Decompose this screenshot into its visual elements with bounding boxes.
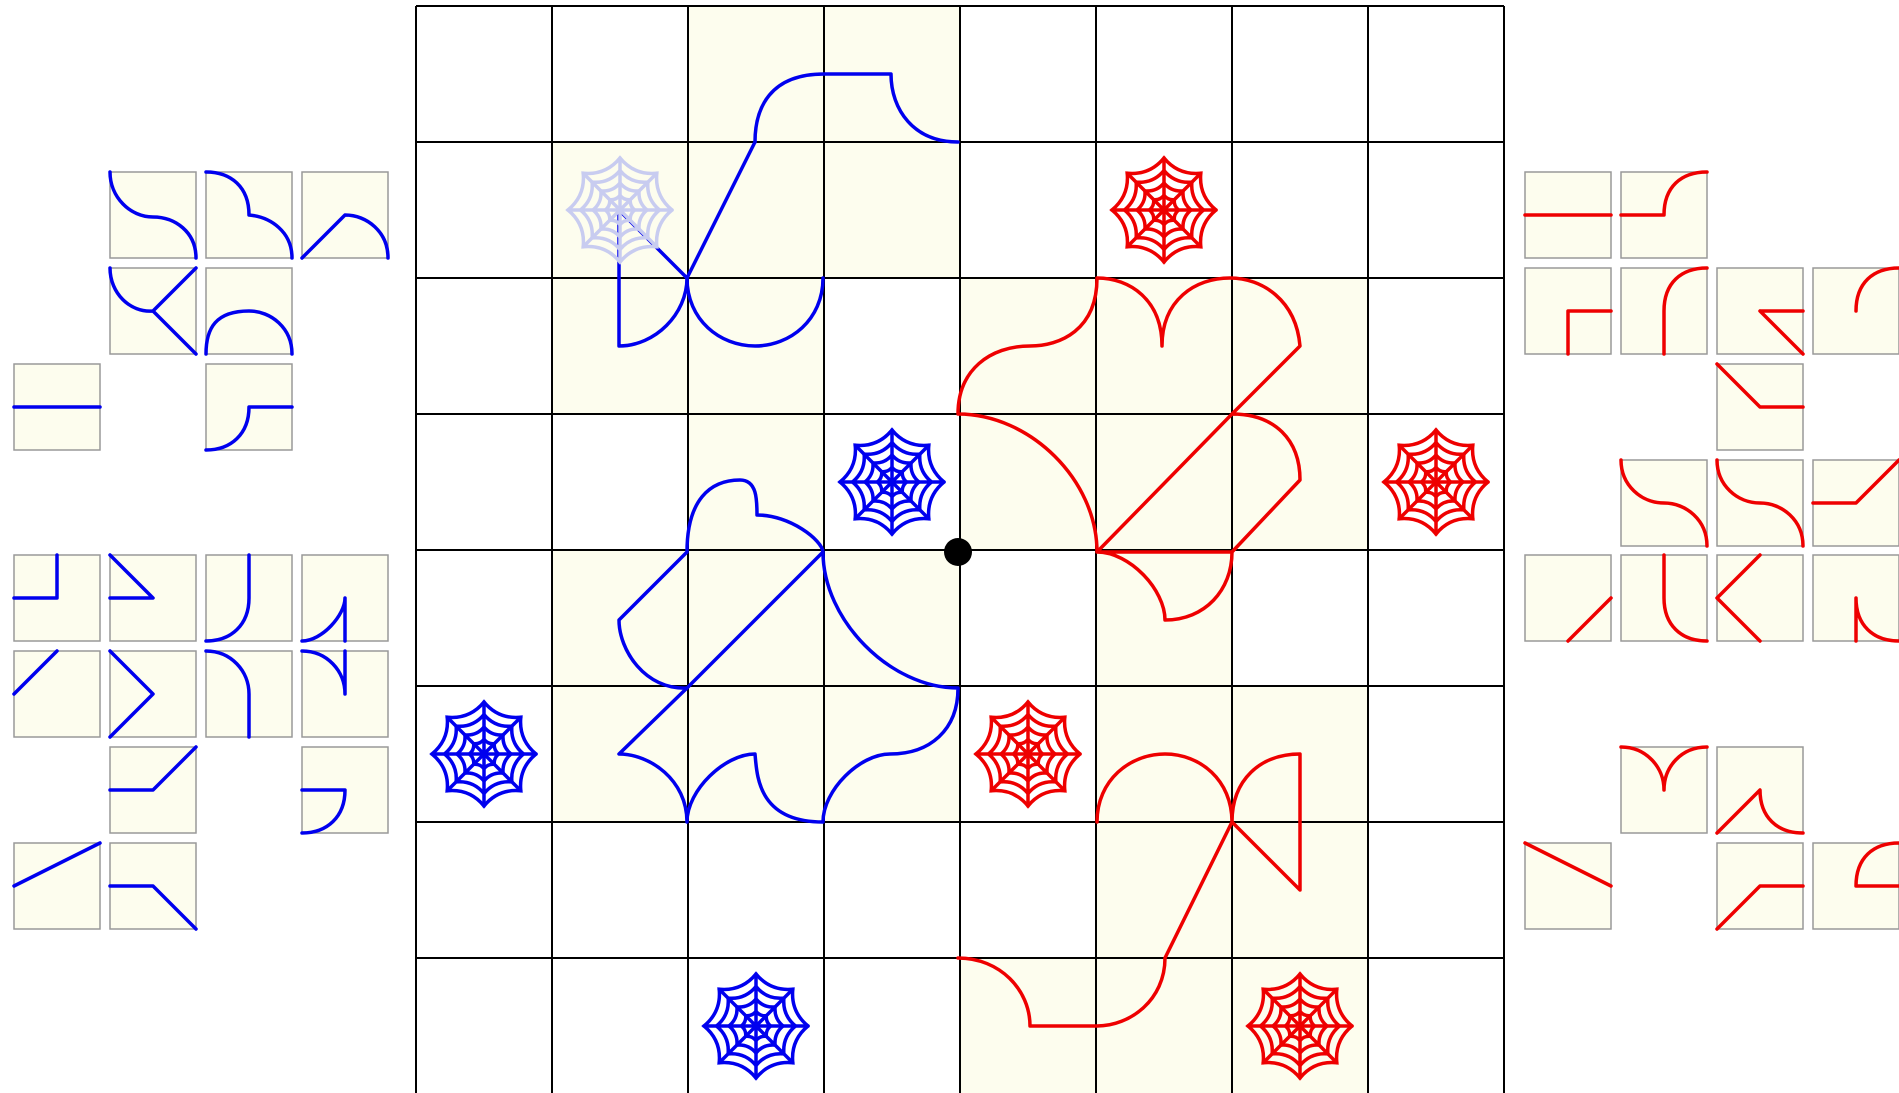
game-board [416, 6, 1504, 1093]
path-tile[interactable] [110, 172, 196, 258]
path-tile[interactable] [302, 555, 388, 641]
path-tile[interactable] [1621, 268, 1707, 354]
path-tile[interactable] [1621, 172, 1707, 258]
blue-tile-tray [14, 172, 388, 929]
path-tile[interactable] [302, 172, 388, 258]
blue-web-icon [704, 974, 808, 1078]
path-tile[interactable] [206, 555, 292, 641]
path-tile[interactable] [1525, 843, 1611, 929]
path-tile[interactable] [1813, 460, 1899, 546]
blue-web-icon [432, 702, 536, 806]
path-tile[interactable] [1525, 555, 1611, 641]
path-tile[interactable] [1621, 460, 1707, 546]
path-tile[interactable] [206, 172, 292, 258]
board-cell-shaded[interactable] [688, 142, 824, 278]
center-marker-icon[interactable] [944, 538, 972, 566]
path-tile[interactable] [1717, 460, 1803, 546]
path-tile[interactable] [1525, 268, 1611, 354]
path-tile[interactable] [206, 364, 292, 450]
red-web-icon [1384, 430, 1488, 534]
path-tile[interactable] [1717, 555, 1803, 641]
board-cell-shaded[interactable] [1096, 822, 1232, 958]
board-cell-shaded[interactable] [824, 142, 960, 278]
faded-web-icon [568, 158, 672, 262]
path-tile[interactable] [14, 555, 100, 641]
path-tile[interactable] [302, 651, 388, 737]
path-tile[interactable] [206, 651, 292, 737]
blue-web-icon [840, 430, 944, 534]
path-tile[interactable] [1717, 268, 1803, 354]
red-web-icon [976, 702, 1080, 806]
path-tile[interactable] [1621, 555, 1707, 641]
path-tile[interactable] [1621, 747, 1707, 833]
red-tile-tray [1525, 172, 1899, 929]
path-tile[interactable] [110, 268, 196, 354]
red-web-icon [1248, 974, 1352, 1078]
path-tile[interactable] [1813, 555, 1899, 641]
path-tile[interactable] [1717, 364, 1803, 450]
red-web-icon [1112, 158, 1216, 262]
path-tile[interactable] [110, 747, 196, 833]
path-tile[interactable] [206, 268, 292, 354]
path-tile[interactable] [110, 555, 196, 641]
path-tile[interactable] [110, 843, 196, 929]
path-tile[interactable] [110, 651, 196, 737]
board-cell-shaded[interactable] [1096, 278, 1232, 414]
path-tile[interactable] [1717, 747, 1803, 833]
path-tile[interactable] [14, 364, 100, 450]
path-tile[interactable] [14, 651, 100, 737]
path-tile[interactable] [302, 747, 388, 833]
path-tile[interactable] [1813, 843, 1899, 929]
path-tile[interactable] [1717, 843, 1803, 929]
path-tile[interactable] [1525, 172, 1611, 258]
path-tile[interactable] [1813, 268, 1899, 354]
path-tile[interactable] [14, 843, 100, 929]
